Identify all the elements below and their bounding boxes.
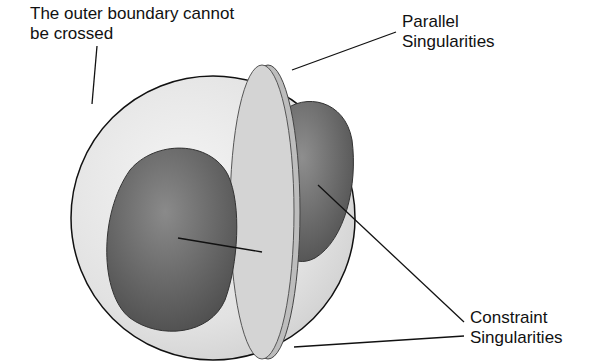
leader-line	[318, 185, 464, 322]
callout-label: Constraint Singularities	[470, 308, 598, 348]
leader-line	[292, 32, 396, 70]
callout-label: Parallel Singularities	[402, 12, 522, 52]
outer-sphere	[71, 76, 355, 360]
leader-line	[178, 238, 262, 252]
leader-line	[92, 46, 97, 104]
callout-label: The outer boundary cannot be crossed	[30, 4, 255, 44]
parallel-plane	[230, 65, 294, 359]
leader-line	[294, 336, 464, 347]
constraint-region	[107, 148, 237, 331]
